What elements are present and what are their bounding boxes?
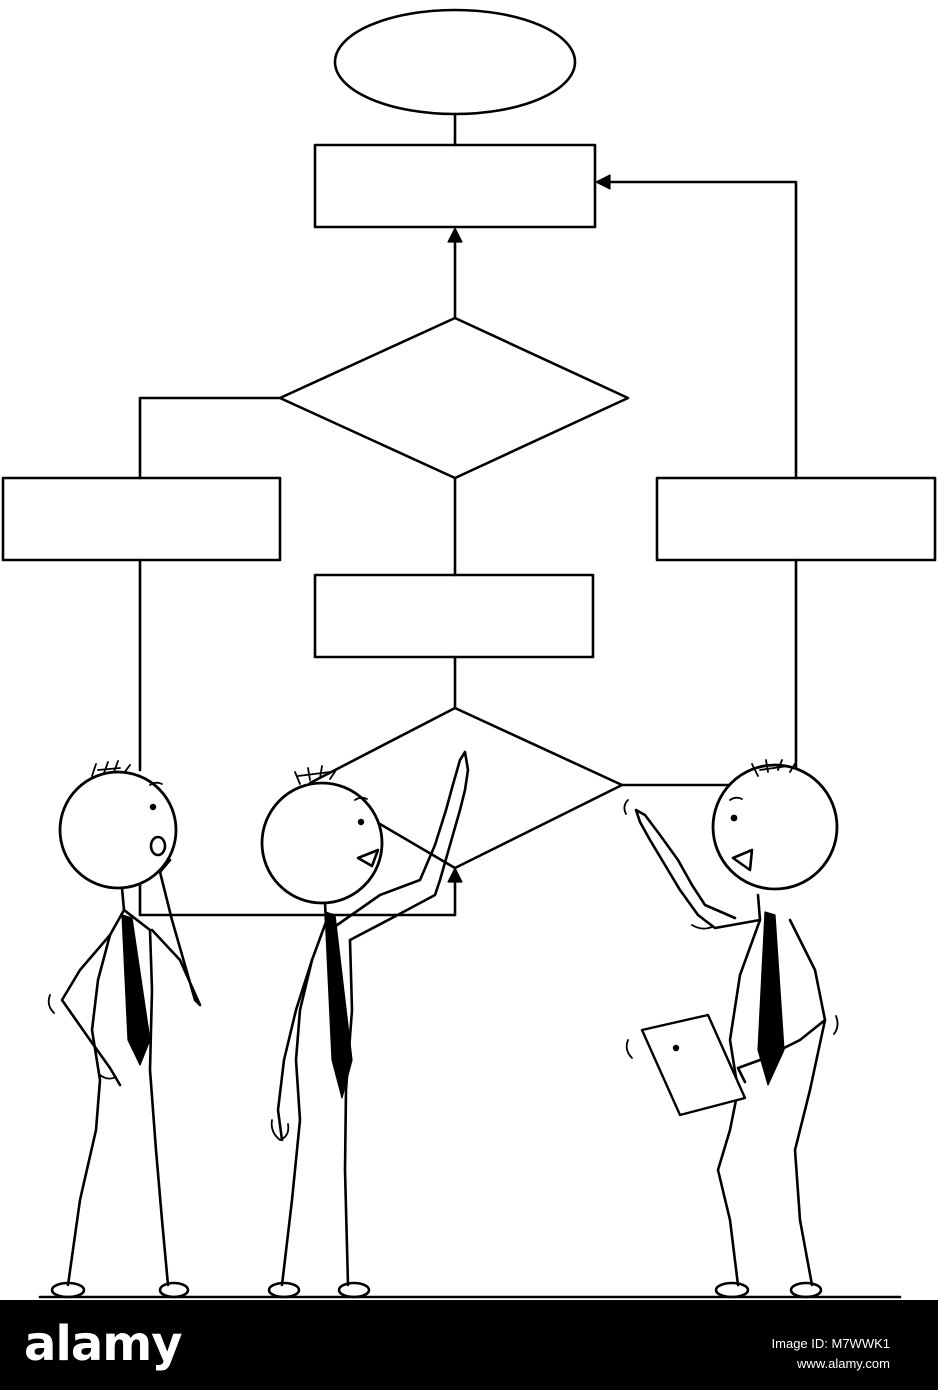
businessman-right-with-tablet: [623, 759, 839, 1299]
businessman-middle-pointing: [260, 750, 470, 1299]
head: [58, 770, 178, 890]
shoe: [158, 1281, 190, 1299]
necktie: [757, 911, 785, 1086]
flowchart-left-rectangle: [1, 476, 282, 562]
arrowhead-up-icon: [447, 867, 463, 883]
flowchart-right-rectangle: [655, 476, 937, 562]
arrowhead-up-icon: [447, 227, 463, 243]
shoe: [789, 1281, 823, 1299]
mouth: [731, 848, 754, 872]
shoe: [714, 1281, 750, 1299]
body: [280, 901, 328, 1287]
head: [711, 763, 839, 891]
flowchart-connectors: [138, 112, 798, 917]
arrowhead-left-icon: [595, 174, 611, 190]
flowchart-top-rectangle: [313, 143, 597, 229]
flowchart-upper-diamond: [278, 316, 630, 480]
mouth: [149, 835, 167, 857]
watermark-footer-bar: alamy Image ID: M7WWK1 www.alamy.com: [0, 1300, 938, 1390]
alamy-url-label: www.alamy.com: [797, 1356, 890, 1371]
necktie: [121, 914, 151, 1066]
mouth: [356, 848, 380, 868]
alamy-logo: alamy: [24, 1316, 183, 1372]
head: [260, 781, 384, 905]
image-id-label: Image ID: M7WWK1: [771, 1336, 890, 1351]
flowchart: [1, 8, 937, 917]
flowchart-cartoon-illustration: [1, 8, 937, 1299]
businessman-left-thinking: [47, 760, 202, 1299]
body: [66, 886, 126, 1287]
tablet-device: [640, 1013, 747, 1117]
shoe: [337, 1281, 371, 1299]
necktie: [324, 911, 353, 1099]
flowchart-middle-rectangle: [313, 573, 595, 659]
shoe: [267, 1281, 301, 1299]
flowchart-start-ellipse: [333, 8, 577, 116]
